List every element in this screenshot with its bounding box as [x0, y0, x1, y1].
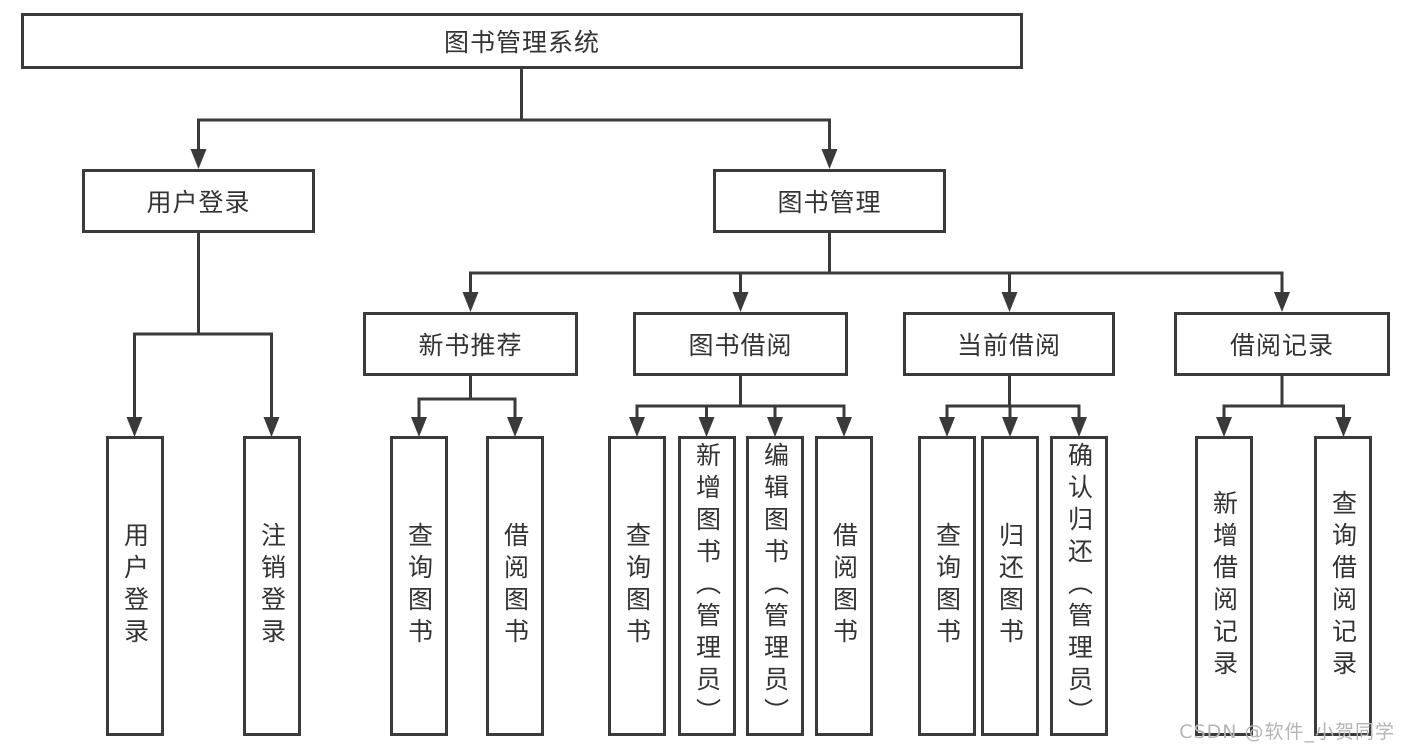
leaf-borrow-books-newbook: 借阅图书 [486, 436, 544, 736]
connector-currentborrow-to-leaves [945, 376, 1081, 419]
leaf-user-login: 用户登录 [106, 436, 164, 736]
leaf-query-books-borrowing: 查询图书 [608, 436, 666, 736]
arrow-down [126, 417, 143, 437]
connector-root-to-level2 [197, 69, 831, 152]
leaf-label: 新增借阅记录 [1209, 490, 1239, 682]
arrow-down [732, 292, 749, 312]
arrow-down [462, 292, 479, 312]
leaf-logout: 注销登录 [243, 436, 301, 736]
leaf-label: 查询图书 [404, 522, 434, 650]
connector-borrowrecords-to-leaves [1222, 376, 1345, 419]
arrow-down [1335, 417, 1352, 437]
arrow-down [698, 417, 715, 437]
arrow-down [1216, 417, 1232, 437]
leaf-label: 归还图书 [995, 522, 1025, 650]
leaf-borrow-books-borrowing: 借阅图书 [815, 436, 873, 736]
leaf-label: 查询借阅记录 [1328, 490, 1358, 682]
arrow-down [629, 417, 645, 437]
leaf-query-borrow-record: 查询借阅记录 [1314, 436, 1372, 736]
connector-userlogin-to-leaves [133, 233, 273, 419]
watermark: CSDN @软件_小贺同学 [1179, 721, 1395, 743]
node-new-book-recommend: 新书推荐 [363, 312, 578, 376]
arrow-down [263, 417, 280, 437]
arrow-down [1002, 417, 1018, 437]
leaf-label: 编辑图书（管理员） [760, 442, 790, 730]
leaf-label: 确认归还（管理员） [1064, 442, 1094, 730]
node-current-borrowing: 当前借阅 [903, 312, 1115, 376]
leaf-query-books-newbook: 查询图书 [390, 436, 448, 736]
leaf-label: 查询图书 [932, 522, 962, 650]
arrow-down [1071, 417, 1087, 437]
leaf-label: 借阅图书 [500, 522, 530, 650]
connector-bookmgmt-to-level3 [469, 233, 1284, 294]
leaf-return-books: 归还图书 [981, 436, 1039, 736]
leaf-query-books-current: 查询图书 [918, 436, 976, 736]
node-book-borrowing: 图书借阅 [633, 312, 848, 376]
arrow-down [1001, 292, 1018, 312]
arrow-down [767, 417, 783, 437]
leaf-label: 查询图书 [622, 522, 652, 650]
leaf-label: 用户登录 [120, 522, 150, 650]
leaf-label: 借阅图书 [829, 522, 859, 650]
leaf-add-book-admin: 新增图书（管理员） [678, 436, 736, 736]
node-user-login: 用户登录 [82, 169, 315, 233]
arrow-down [836, 417, 852, 437]
node-borrowing-records: 借阅记录 [1174, 312, 1390, 376]
leaf-add-borrow-record: 新增借阅记录 [1195, 436, 1253, 736]
leaf-edit-book-admin: 编辑图书（管理员） [746, 436, 804, 736]
arrow-down [1274, 292, 1290, 312]
leaf-confirm-return-admin: 确认归还（管理员） [1050, 436, 1108, 736]
node-book-management: 图书管理 [713, 169, 946, 233]
leaf-label: 新增图书（管理员） [692, 442, 722, 730]
arrow-down [939, 417, 955, 437]
arrow-down [507, 417, 523, 437]
arrow-down [821, 149, 838, 169]
node-library-management-system: 图书管理系统 [21, 13, 1023, 69]
arrow-down [411, 417, 427, 437]
arrow-down [190, 149, 207, 169]
connector-bookborrow-to-leaves [635, 376, 846, 419]
connector-newbook-to-leaves [417, 376, 517, 419]
leaf-label: 注销登录 [257, 522, 287, 650]
